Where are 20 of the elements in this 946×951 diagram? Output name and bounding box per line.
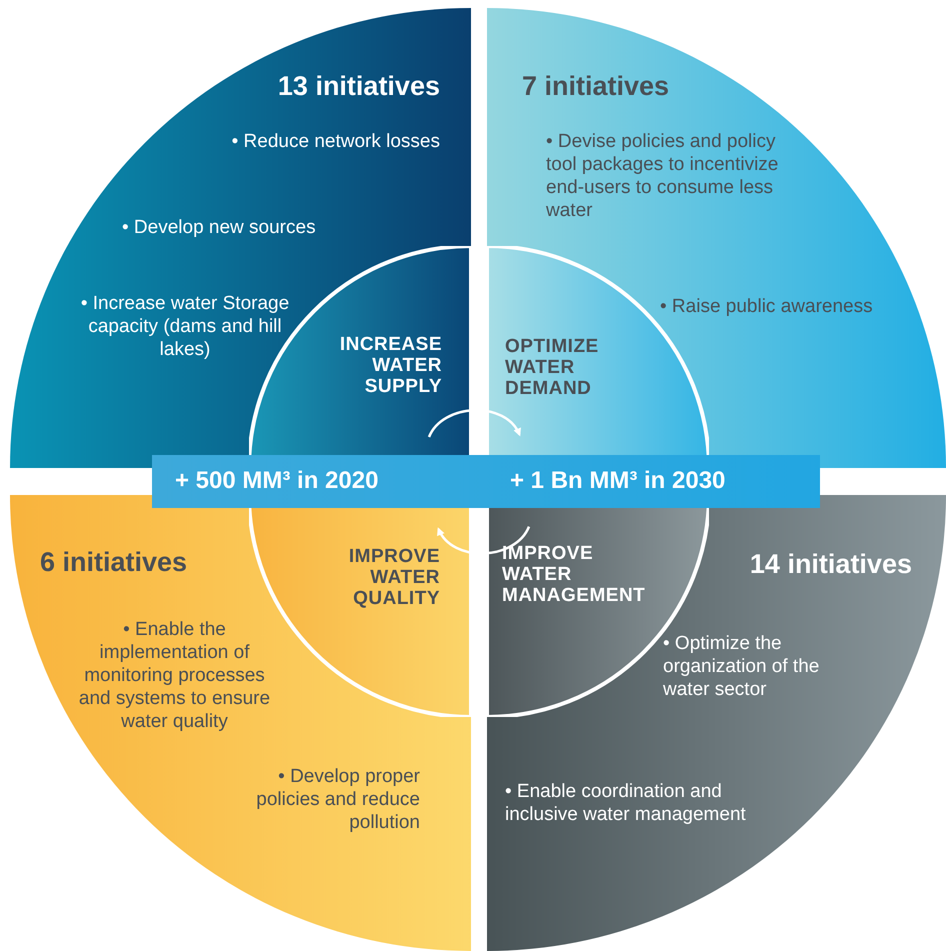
bullet-text: • Optimize the organization of the water sector — [663, 632, 820, 701]
goal-label: IMPROVE WATER MANAGEMENT — [502, 543, 646, 606]
bullet-text: • Develop new sources — [122, 216, 317, 239]
bullet-text: • Enable coordination and inclusive water management — [505, 780, 747, 826]
initiative-count: 14 initiatives — [748, 548, 912, 580]
bullet-text: • Develop proper policies and reduce pollution — [255, 765, 420, 834]
target-banner — [152, 455, 820, 508]
bullet-text: • Increase water Storage capacity (dams and hill lakes) — [80, 292, 290, 361]
goal-label: IMPROVE WATER QUALITY — [348, 546, 440, 609]
goal-label: INCREASE WATER SUPPLY — [338, 334, 442, 397]
goal-label: OPTIMIZE WATER DEMAND — [505, 336, 600, 399]
target-text: + 500 MM³ in 2020 — [175, 466, 380, 496]
initiative-count: 7 initiatives — [522, 70, 670, 102]
bullet-text: • Reduce network losses — [230, 130, 440, 153]
target-text: + 1 Bn MM³ in 2030 — [510, 466, 726, 496]
initiative-count: 13 initiatives — [276, 70, 440, 102]
bullet-text: • Enable the implementation of monitoring processes and systems to ensure water quality — [78, 618, 272, 733]
initiative-count: 6 initiatives — [40, 546, 188, 578]
bullet-text: • Devise policies and policy tool packages to incentivize end-users to consume less water — [546, 130, 780, 222]
bullet-text: • Raise public awareness — [660, 295, 874, 318]
